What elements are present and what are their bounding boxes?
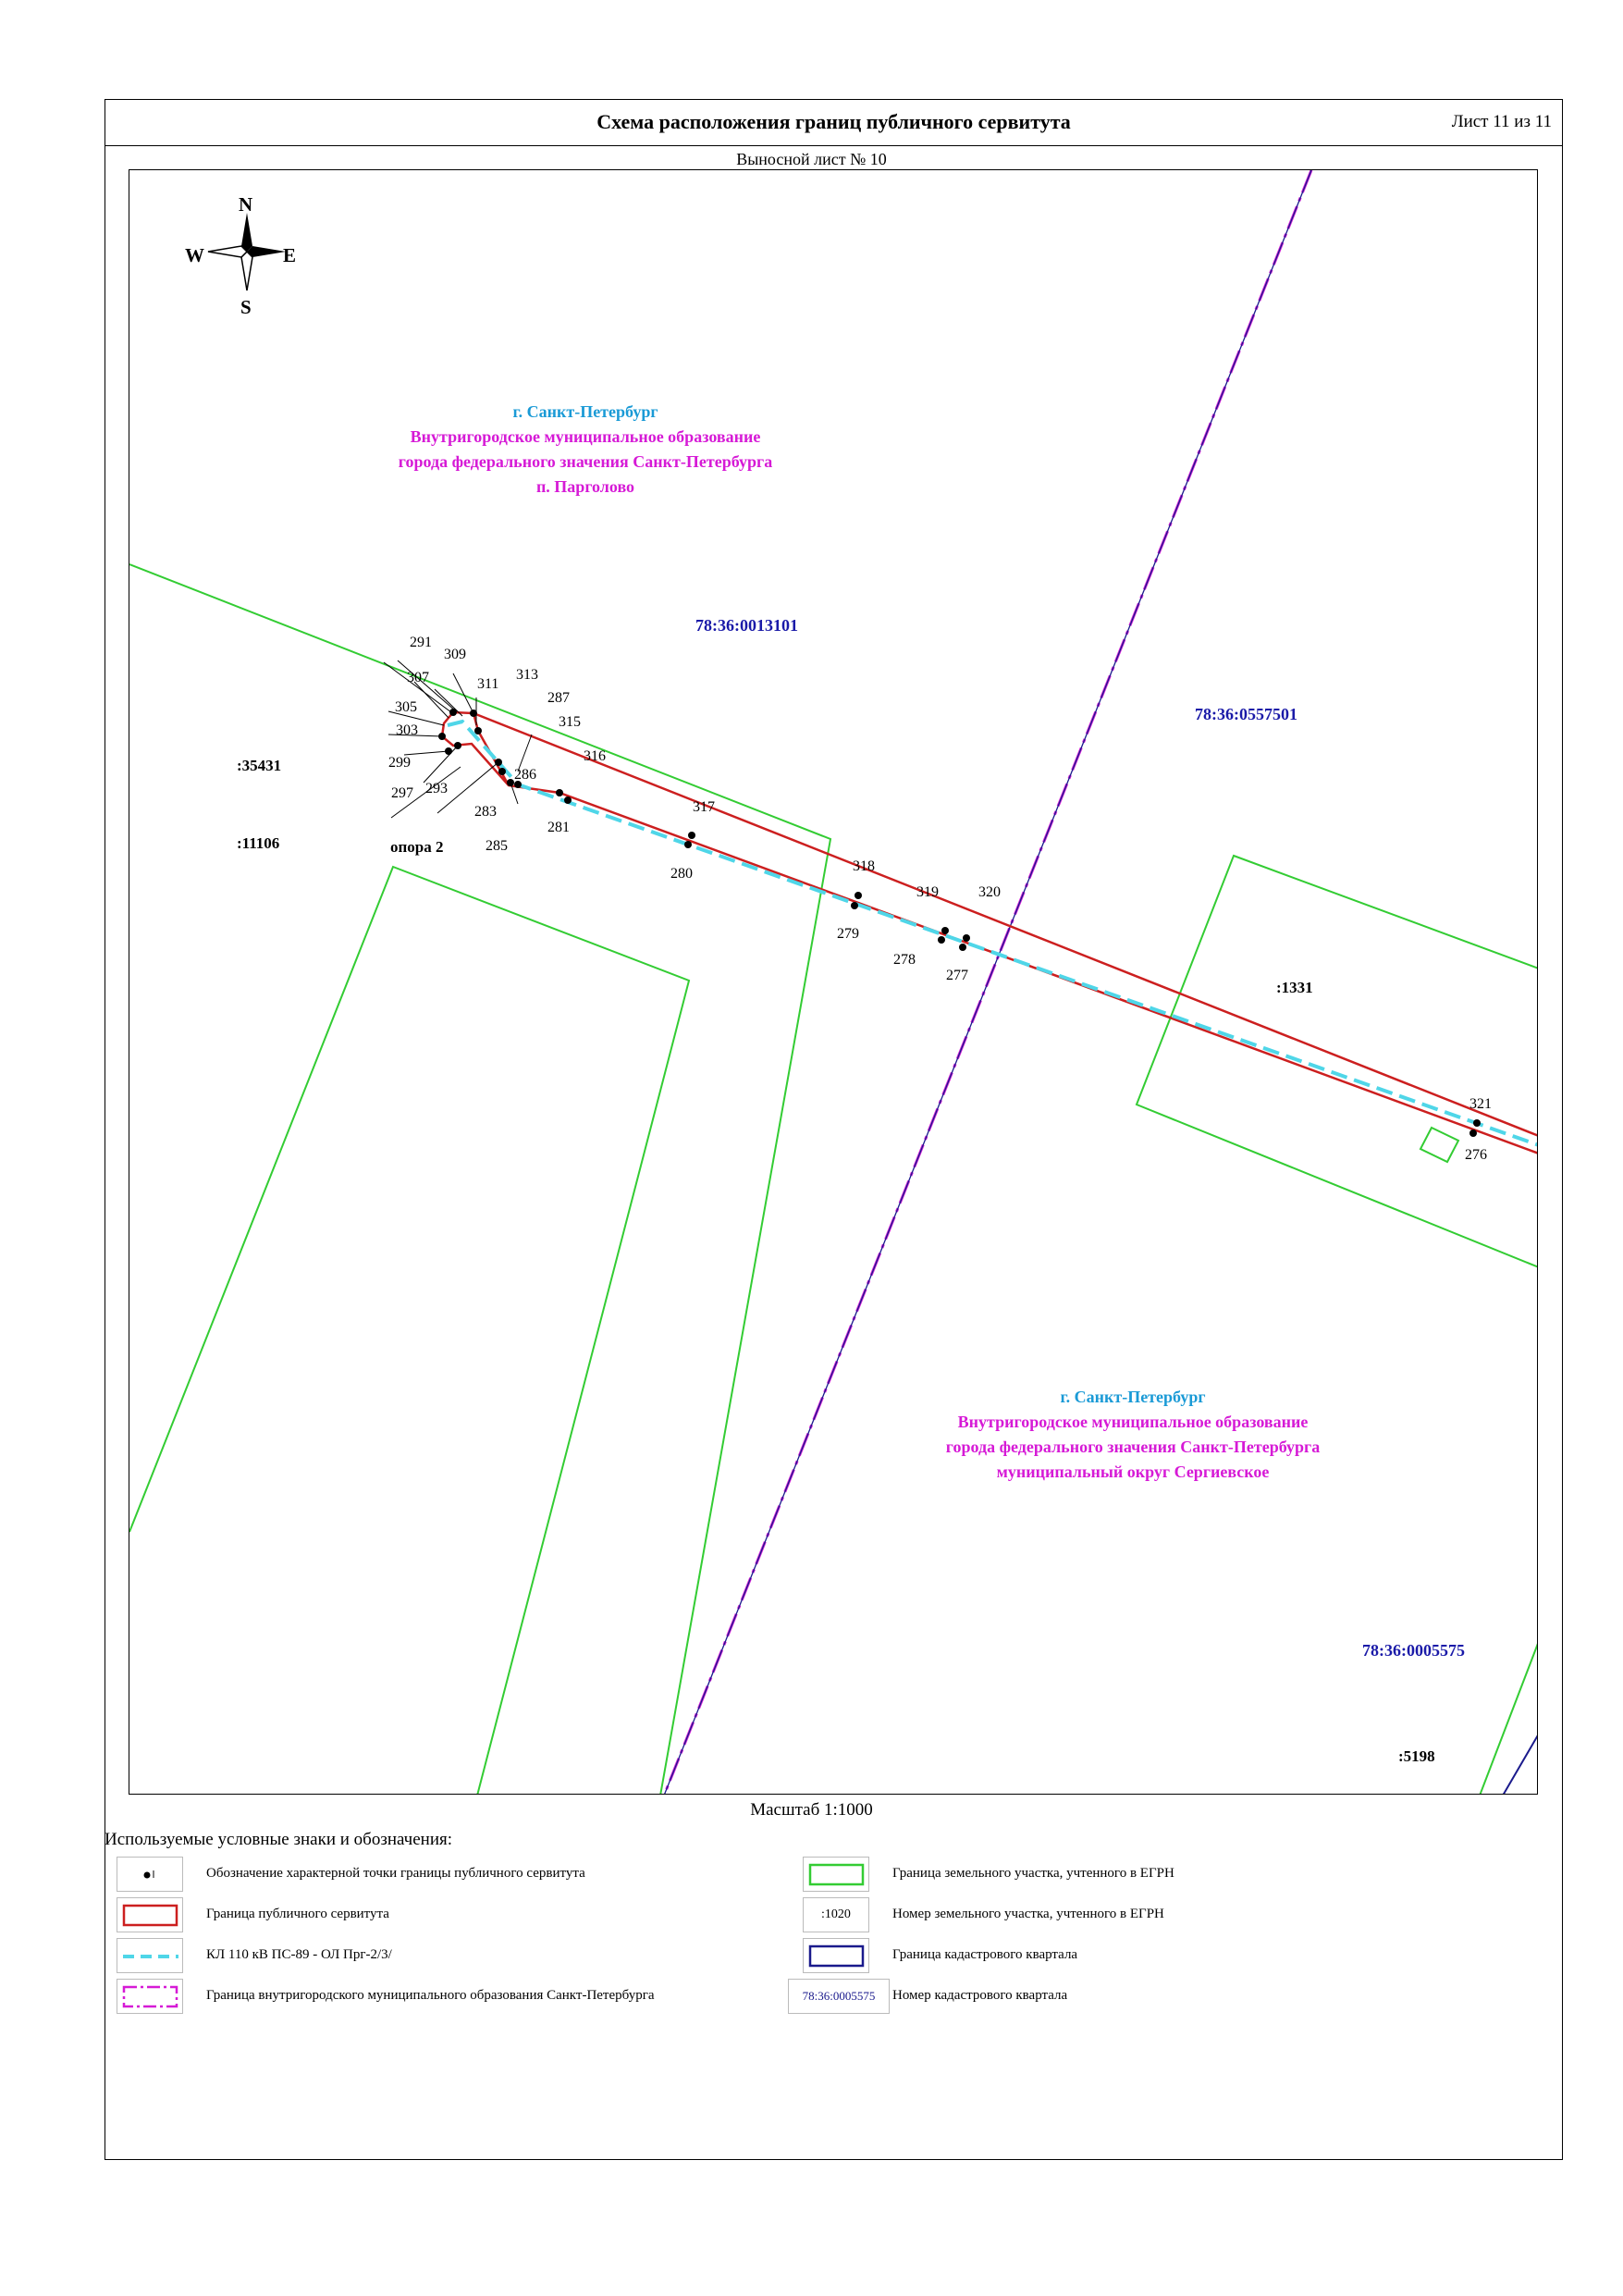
compass-n: N [239, 193, 253, 216]
green-rect-icon [803, 1857, 869, 1892]
sheet-subtitle: Выносной лист № 10 [736, 150, 887, 168]
point-label: 279 [837, 926, 859, 942]
compass-s: S [240, 296, 252, 318]
point-label: 293 [425, 781, 448, 796]
quarter-label-0013101: 78:36:0013101 [695, 616, 798, 635]
point-markers [438, 709, 1481, 1137]
parcel-1331-boundary [1135, 854, 1537, 1268]
compass-rose [207, 213, 286, 291]
map-drawing [129, 170, 1537, 1794]
point-label: 318 [853, 858, 875, 874]
point-label: 285 [486, 838, 508, 854]
point-label: 317 [693, 799, 715, 815]
magenta-dashdot-icon [117, 1979, 183, 2014]
cyan-dash-icon [117, 1938, 183, 1973]
point-label: 287 [547, 690, 570, 706]
point-label: 321 [1469, 1096, 1492, 1112]
point-label: 280 [670, 866, 693, 882]
leader-lines [383, 660, 533, 819]
point-label: 286 [514, 767, 536, 783]
compass-e: E [283, 244, 297, 266]
parcel-label-11106: :11106 [237, 834, 280, 852]
sheet-number: Лист 11 из 11 [1451, 112, 1552, 131]
point-label: 320 [978, 884, 1001, 900]
legend-title: Используемые условные знаки и обозначени… [105, 1830, 453, 1849]
point-label: 283 [474, 804, 497, 820]
parcel-11106-boundary [129, 865, 691, 1794]
parcel-label-5198: :5198 [1398, 1747, 1435, 1765]
parcel-small-boundary [1419, 1126, 1460, 1164]
point-label: 311 [477, 676, 499, 692]
point-label: 281 [547, 820, 570, 835]
quarter-boundary-5575 [1503, 1734, 1537, 1794]
municipality-label-sergievskoe: г. Санкт-Петербург Внутригородское муниц… [945, 1388, 1321, 1481]
point-label: 313 [516, 667, 538, 683]
point-label: 276 [1465, 1147, 1487, 1163]
point-label: 299 [388, 755, 411, 771]
point-label: 303 [396, 722, 418, 738]
point-label: 291 [410, 635, 432, 650]
point-label: 278 [893, 952, 916, 968]
parcel-5198-boundary [1479, 1643, 1537, 1794]
red-rect-icon [117, 1897, 183, 1932]
point-label: 297 [391, 785, 413, 801]
quarter-label-0557501: 78:36:0557501 [1195, 705, 1297, 723]
point-label: 316 [584, 748, 606, 764]
point-label: 315 [559, 714, 581, 730]
parcel-label-1331: :1331 [1276, 979, 1313, 996]
parcel-35431-boundary [129, 563, 832, 1794]
point-marker-icon [117, 1857, 183, 1892]
point-label: 309 [444, 647, 466, 662]
map-scale: Масштаб 1:1000 [750, 1800, 873, 1820]
quarter-boundary [664, 170, 1312, 1794]
quarter-label-0005575: 78:36:0005575 [1362, 1641, 1465, 1660]
title-row: Схема расположения границ публичного сер… [105, 99, 1563, 146]
point-label: 307 [407, 670, 429, 685]
compass-w: W [185, 244, 204, 266]
cable-line [447, 719, 1537, 1147]
quarter-number-sample: 78:36:0005575 [788, 1979, 890, 2014]
municipality-label-pargolovo: г. Санкт-Петербург Внутригородское муниц… [398, 402, 773, 496]
parcel-number-sample: :1020 [803, 1897, 869, 1932]
point-label: 277 [946, 968, 968, 983]
sheet-frame [105, 99, 1563, 2160]
parcel-label-35431: :35431 [237, 757, 282, 774]
point-label: 305 [395, 699, 417, 715]
support-label: опора 2 [390, 838, 444, 856]
map-area[interactable]: N S W E г. Санкт-Петербург Внутригородск… [129, 169, 1538, 1795]
navy-rect-icon [803, 1938, 869, 1973]
point-label: 319 [916, 884, 939, 900]
parcel-boundaries [129, 563, 1537, 1794]
page-title: Схема расположения границ публичного сер… [596, 110, 1071, 133]
